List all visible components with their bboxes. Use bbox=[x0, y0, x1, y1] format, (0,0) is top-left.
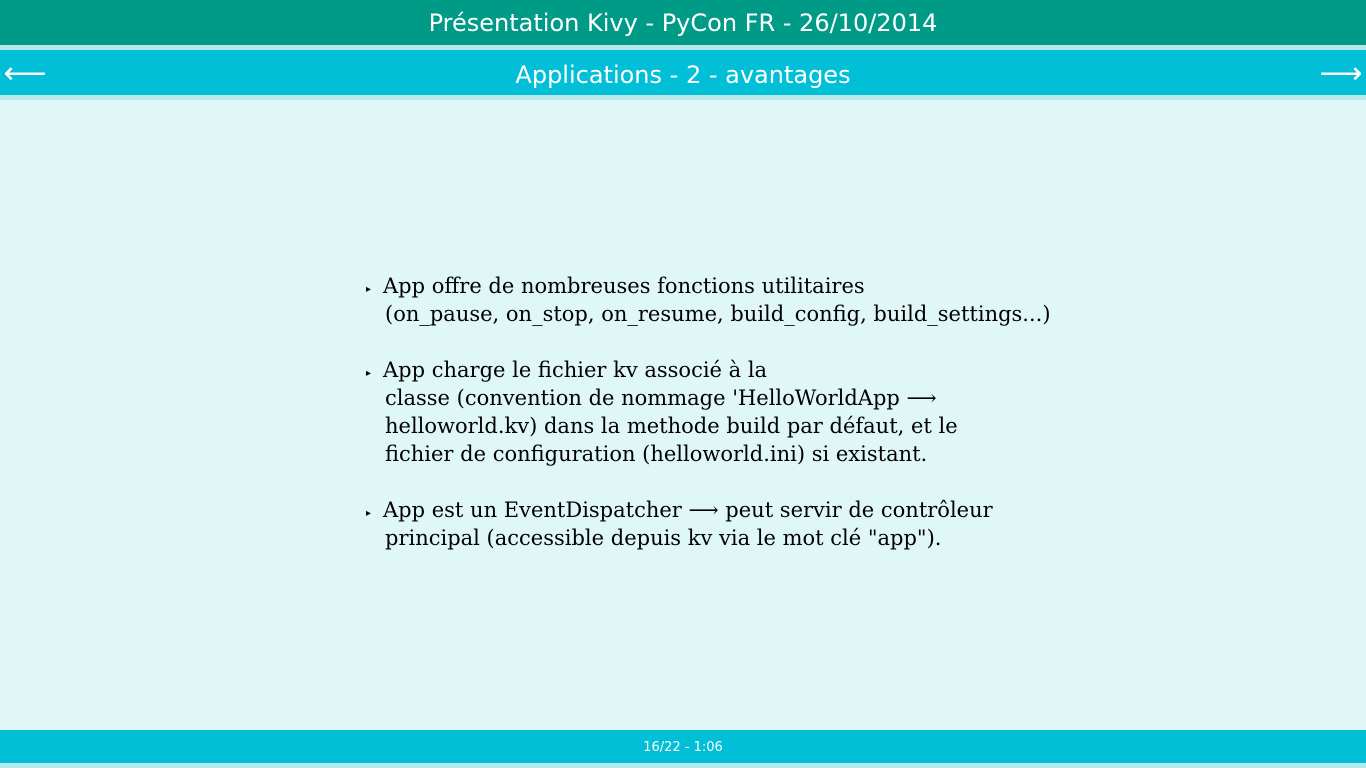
separator bbox=[0, 763, 1366, 768]
bullet-text-line: principal (accessible depuis kv via le m… bbox=[385, 526, 942, 550]
separator bbox=[0, 95, 1366, 100]
previous-slide-arrow-icon[interactable]: ⟵ bbox=[3, 56, 47, 91]
slide-progress: 16/22 - 1:06 bbox=[0, 730, 1366, 763]
bullet-text-line: App offre de nombreuses fonctions utilit… bbox=[383, 274, 865, 298]
bullet-text-line: classe (convention de nommage 'HelloWorl… bbox=[385, 386, 937, 410]
bullet-text-line: fichier de configuration (helloworld.ini… bbox=[385, 442, 928, 466]
slide-content: ▸ App offre de nombreuses fonctions util… bbox=[366, 272, 1051, 580]
bullet-text-line: App charge le fichier kv associé à la bbox=[383, 358, 768, 382]
bullet-item: ▸ App est un EventDispatcher ⟶ peut serv… bbox=[366, 496, 1026, 552]
slide-nav-bar: ⟵ Applications - 2 - avantages ⟶ bbox=[0, 50, 1366, 95]
bullet-text-line: App est un EventDispatcher ⟶ peut servir… bbox=[383, 498, 993, 522]
bullet-item: ▸ App charge le fichier kv associé à la … bbox=[366, 356, 1026, 468]
presentation-title: Présentation Kivy - PyCon FR - 26/10/201… bbox=[0, 0, 1366, 45]
slide-title: Applications - 2 - avantages bbox=[515, 61, 851, 89]
next-slide-arrow-icon[interactable]: ⟶ bbox=[1319, 56, 1363, 91]
bullet-text-line: helloworld.kv) dans la methode build par… bbox=[385, 414, 958, 438]
bullet-item: ▸ App offre de nombreuses fonctions util… bbox=[366, 272, 1051, 328]
bullet-marker-icon: ▸ bbox=[366, 368, 372, 379]
separator bbox=[0, 45, 1366, 50]
bullet-marker-icon: ▸ bbox=[366, 508, 372, 519]
bullet-marker-icon: ▸ bbox=[366, 284, 372, 295]
bullet-text-line: (on_pause, on_stop, on_resume, build_con… bbox=[385, 302, 1051, 326]
